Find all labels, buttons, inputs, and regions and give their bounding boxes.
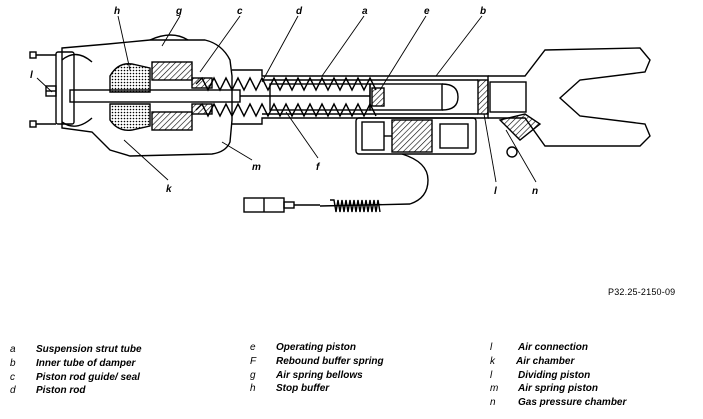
callout-e: e [424,6,430,17]
leader-lines [36,15,537,183]
callout-c: c [237,6,243,17]
valve-block [355,117,477,155]
callout-d: d [296,6,303,17]
operating-piston [369,83,459,111]
callout-l-left: l [30,70,33,81]
air-connection [29,51,57,128]
piston-rod-guide [151,61,213,131]
callout-labels: h g c d a e b l k m f l n [30,6,538,197]
dividing-piston [477,79,489,115]
callout-b: b [480,6,486,17]
callout-n: n [532,186,538,197]
callout-g: g [175,6,182,17]
gas-pressure-chamber [489,81,527,113]
suspension-strut-diagram: h g c d a e b l k m f l n [29,6,651,213]
cable-connector [243,153,429,213]
legend: a Suspension strut tube b Inner tube of … [10,342,627,408]
fork-bracket [488,47,651,158]
suspension-strut-tube [232,69,489,125]
callout-a: a [362,6,368,17]
callout-k: k [166,184,172,195]
callout-m: m [252,162,261,173]
rebound-buffer-spring [195,76,377,118]
callout-l-right: l [494,186,497,197]
callout-h: h [114,6,120,17]
air-spring-bellows [55,34,233,157]
piston-rod [69,89,370,103]
stop-buffer [109,63,151,131]
figure-reference: P32.25-2150-09 [608,287,676,297]
callout-f: f [316,162,321,173]
